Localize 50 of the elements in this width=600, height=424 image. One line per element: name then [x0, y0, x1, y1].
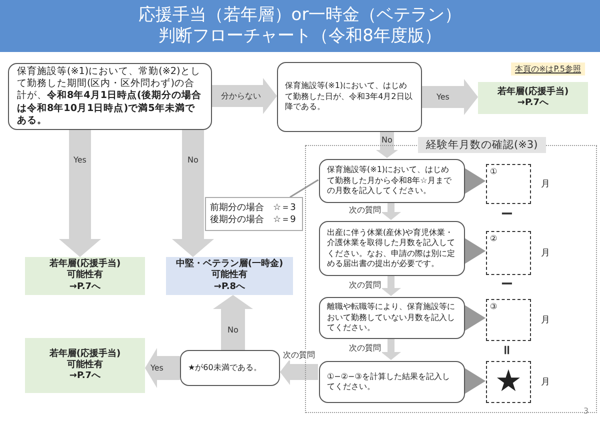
unit-label: 月 — [541, 314, 550, 326]
section-heading: 経験年月数の確認(※3) — [418, 137, 546, 153]
answer-box: ③ — [486, 299, 531, 341]
block-arrow — [172, 130, 214, 257]
unit-label: 月 — [541, 178, 550, 190]
block-arrow — [280, 359, 318, 385]
decision-box: 保育施設等(※1)において、常勤(※2)として勤務した期間(区内・区外問わず)の合計が、令和8年4月1日時点(後期分の場合は令和8年10月1日時点)で満5年未満である。 — [8, 63, 212, 130]
edge-label: Yes — [74, 156, 86, 164]
minus-sign: − — [500, 204, 514, 222]
edge-label: No — [188, 156, 198, 164]
minus-sign: − — [500, 274, 514, 292]
leader-line — [290, 179, 319, 198]
edge-label: No — [228, 326, 238, 334]
edge-label: 次の質問 — [282, 350, 316, 360]
result-box: 若年層(応援手当) 可能性有 →P.7へ — [25, 338, 145, 393]
edge-label: 次の質問 — [348, 342, 382, 354]
unit-label: 月 — [541, 248, 550, 260]
block-arrow — [422, 79, 478, 115]
unit-label: 月 — [541, 376, 550, 388]
block-arrow — [381, 275, 401, 296]
question-box: 離職や転職等により、保育施設等において勤務していない月数を記入してください。 — [319, 297, 465, 339]
edge-label: 次の質問 — [348, 280, 382, 290]
edge-label: 分からない — [221, 90, 261, 102]
answer-box: ② — [486, 231, 531, 275]
edge-label: Yes — [150, 364, 164, 372]
edge-label: 次の質問 — [348, 204, 382, 216]
answer-box: ① — [486, 164, 531, 204]
block-arrow — [213, 295, 253, 350]
reference-note: 本頁の※はP.5参照 — [511, 62, 585, 76]
result-box: 若年層(応援手当) →P.7へ — [478, 82, 588, 114]
edge-label: Yes — [436, 92, 450, 102]
edge-label: No — [382, 136, 392, 144]
block-arrow — [381, 202, 401, 220]
result-box: 若年層(応援手当) 可能性有 →P.7へ — [25, 257, 145, 295]
equals-sign: ＝ — [498, 342, 516, 358]
result-box: 中堅・ベテラン層(一時金) 可能性有 →P.8へ — [166, 257, 293, 295]
block-arrow — [381, 338, 401, 360]
question-box: 出産に伴う休業(産休)や育児休業・介護休業を取得した月数を記入してください。なお、申請の際は別に定める届出書の提出が必要です。 — [319, 221, 465, 276]
decision-box: 保育施設等(※1)において、はじめて勤務した日が、令和3年4月2日以降である。 — [277, 62, 422, 132]
block-arrow — [212, 78, 277, 114]
callout-box: 前期分の場合 ☆＝3 後期分の場合 ☆＝9 — [205, 197, 303, 231]
page-number: 3 — [583, 406, 589, 416]
title-banner: 応援手当（若年層）or一時金（ベテラン）判断フローチャート（令和8年度版） — [0, 0, 600, 52]
block-arrow — [59, 130, 101, 257]
question-box: 保育施設等(※1)において、はじめて勤務した月から令和8年☆月までの月数を記入してください。 — [319, 159, 465, 203]
answer-box: ★ — [486, 361, 531, 403]
decision-box: ★が60未満である。 — [180, 350, 280, 386]
block-arrow — [145, 348, 180, 388]
block-arrow — [376, 132, 398, 158]
question-box: ①−②−③を計算した結果を記入してください。 — [319, 361, 465, 403]
